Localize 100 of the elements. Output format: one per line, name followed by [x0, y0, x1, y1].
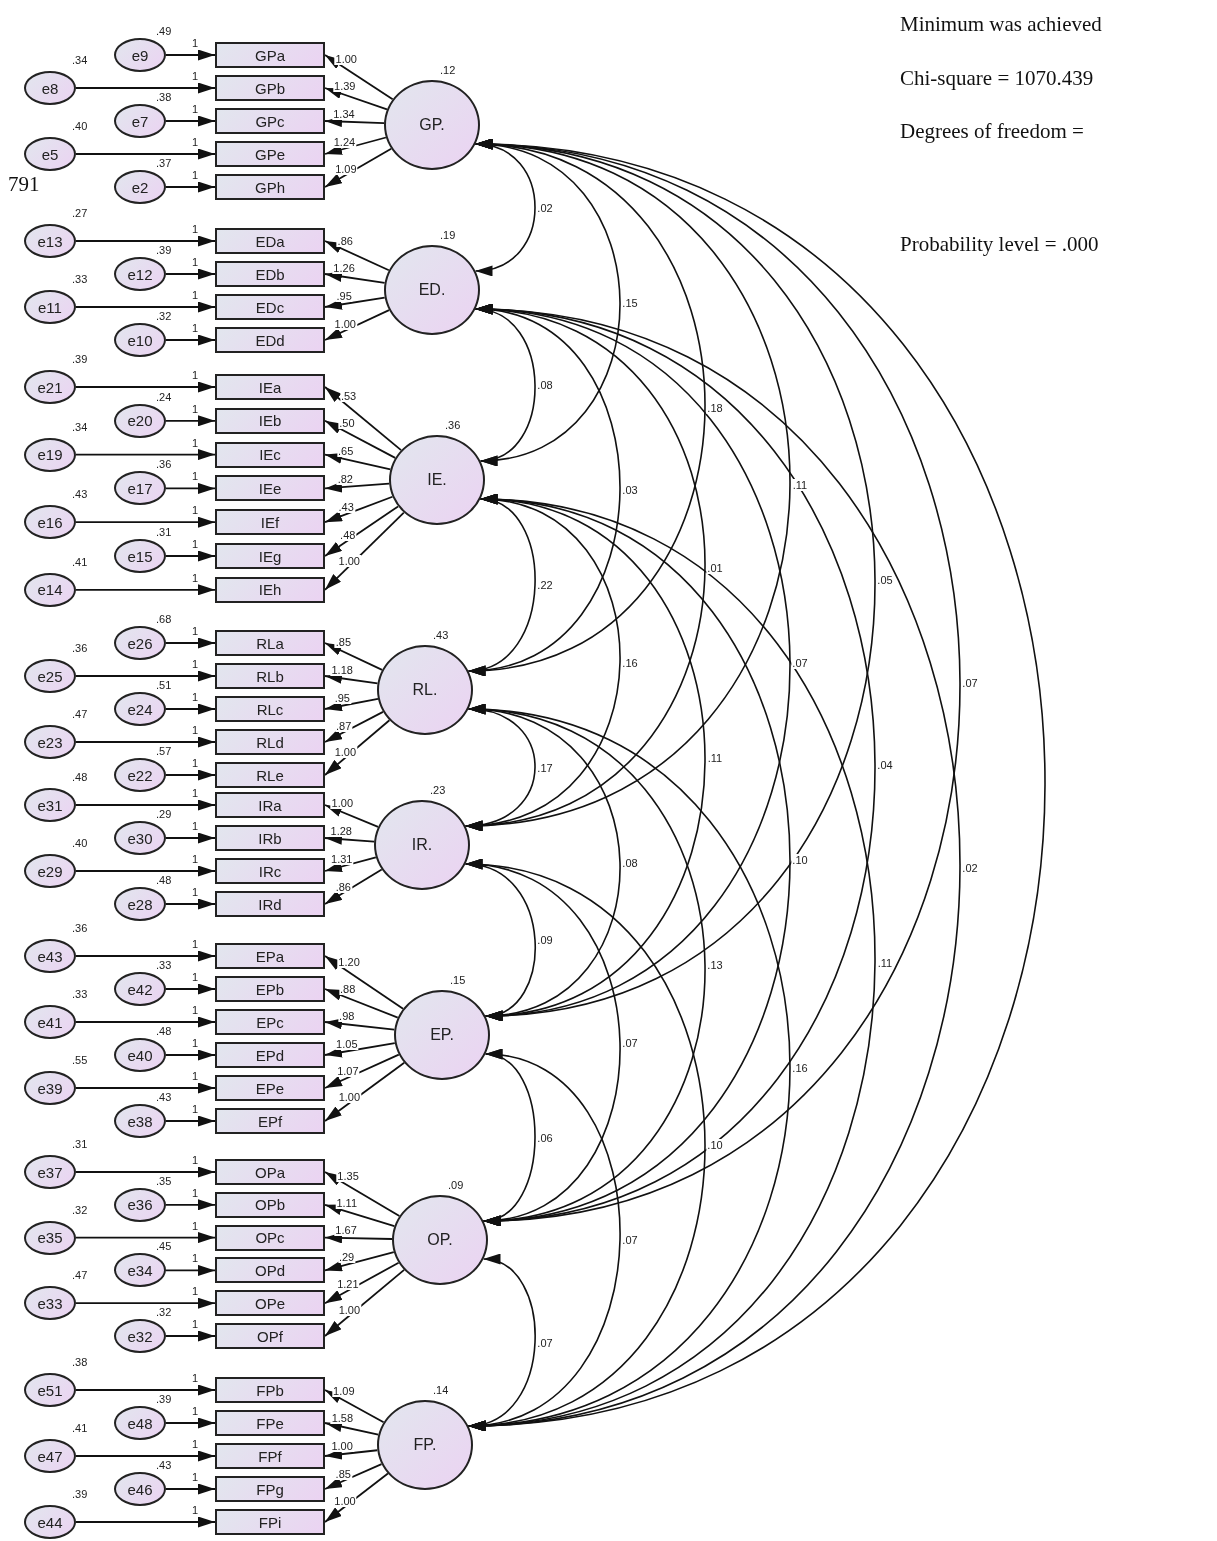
latent-variable-circle: FP.	[377, 1400, 473, 1490]
path-arrow	[165, 769, 216, 781]
error-term-ellipse: e29	[24, 854, 76, 888]
path-arrow	[324, 1203, 396, 1227]
error-term-ellipse: e33	[24, 1286, 76, 1321]
edge-label: .06	[536, 1131, 554, 1144]
path-arrow	[75, 1166, 216, 1178]
indicator-box: GPe	[215, 141, 325, 167]
indicator-box: GPc	[215, 108, 325, 134]
error-term-ellipse: e40	[114, 1038, 166, 1072]
edge-label: 1.39	[333, 79, 357, 92]
edge-label: 1	[190, 322, 200, 334]
variance-label: .36	[156, 458, 172, 471]
error-term-ellipse: e24	[114, 692, 166, 726]
variance-label: .33	[156, 959, 172, 971]
edge-label: .16	[791, 1061, 809, 1074]
path-arrow	[75, 1297, 216, 1309]
edge-label: 1	[190, 103, 200, 115]
path-arrow	[165, 1417, 216, 1429]
edge-label: .18	[706, 401, 724, 414]
indicator-box: IRb	[215, 825, 325, 851]
indicator-box: GPb	[215, 75, 325, 101]
edge-label: 1	[190, 1471, 200, 1483]
indicator-box: RLa	[215, 630, 325, 656]
edge-label: 1	[190, 37, 200, 49]
error-term-ellipse: e28	[114, 887, 166, 921]
error-term-ellipse: e43	[24, 939, 76, 973]
edge-label: 1	[190, 1438, 200, 1450]
path-arrow	[165, 49, 216, 61]
indicator-box: FPb	[215, 1377, 325, 1403]
edge-label: .07	[791, 656, 809, 669]
path-arrow	[324, 136, 387, 155]
edge-label: .98	[338, 1010, 356, 1023]
indicator-box: EPe	[215, 1075, 325, 1101]
edge-label: .11	[791, 479, 809, 491]
indicator-box: IEc	[215, 441, 325, 468]
edge-label: 1.09	[332, 1384, 356, 1397]
error-term-ellipse: e47	[24, 1439, 76, 1473]
path-arrow	[324, 1472, 389, 1523]
edge-label: 1	[190, 571, 200, 584]
variance-label: .36	[445, 419, 461, 431]
variance-label: .40	[72, 120, 88, 132]
edge-label: 1.26	[332, 262, 356, 275]
variance-label: .24	[156, 390, 172, 403]
edge-label: .02	[961, 861, 979, 874]
path-arrow	[324, 296, 386, 310]
edge-label: 1	[190, 136, 200, 148]
path-arrow	[165, 637, 216, 649]
indicator-box: RLc	[215, 696, 325, 722]
variance-label: .51	[156, 679, 172, 691]
edge-label: 1	[190, 1154, 200, 1166]
indicator-box: EPf	[215, 1108, 325, 1134]
edge-label: .17	[536, 761, 554, 774]
indicator-box: IEg	[215, 543, 325, 569]
indicator-box: EDd	[215, 327, 325, 353]
indicator-box: EPc	[215, 1009, 325, 1035]
indicator-box: GPh	[215, 174, 325, 200]
path-arrow	[75, 381, 216, 393]
error-term-ellipse: e34	[114, 1253, 166, 1288]
edge-label: .15	[621, 296, 639, 309]
edge-label: 1.11	[335, 1196, 358, 1209]
latent-variable-circle: RL.	[377, 645, 473, 735]
error-term-ellipse: e37	[24, 1155, 76, 1189]
edge-label: 1.00	[333, 1494, 357, 1507]
edge-label: 1	[190, 223, 200, 235]
error-term-ellipse: e35	[24, 1220, 76, 1255]
error-term-ellipse: e51	[24, 1373, 76, 1407]
edge-label: .11	[876, 956, 894, 969]
edge-label: .01	[706, 561, 724, 574]
variance-label: .35	[156, 1174, 172, 1187]
variance-label: .33	[72, 273, 88, 285]
error-term-ellipse: e16	[24, 505, 76, 540]
edge-label: .22	[536, 579, 554, 591]
variance-label: .49	[156, 25, 172, 37]
latent-variable-circle: OP.	[392, 1195, 488, 1285]
edge-label: .08	[536, 379, 554, 391]
indicator-box: RLd	[215, 729, 325, 755]
variance-label: .41	[72, 555, 88, 568]
path-arrow	[165, 703, 216, 715]
path-arrow	[75, 516, 216, 528]
indicator-box: EDa	[215, 228, 325, 254]
edge-label: 1.00	[334, 52, 358, 65]
indicator-box: EPa	[215, 943, 325, 969]
fit-statistic-text: Minimum was achieved	[900, 12, 1102, 36]
variance-label: .38	[156, 91, 172, 103]
path-arrow	[165, 181, 216, 193]
path-arrow	[324, 505, 399, 557]
edge-label: 1	[190, 1070, 200, 1082]
path-arrow	[75, 584, 216, 596]
edge-label: 1	[190, 1504, 200, 1516]
indicator-box: OPb	[215, 1191, 325, 1218]
path-arrow	[75, 1016, 216, 1028]
edge-label: 1.00	[337, 1304, 362, 1317]
edge-label: 1.09	[334, 162, 358, 175]
variance-label: .32	[156, 310, 172, 322]
indicator-box: FPf	[215, 1443, 325, 1469]
edge-label: .86	[336, 234, 354, 247]
edge-label: .48	[339, 528, 357, 541]
variance-label: .39	[156, 1393, 172, 1405]
path-arrow	[75, 1450, 216, 1462]
